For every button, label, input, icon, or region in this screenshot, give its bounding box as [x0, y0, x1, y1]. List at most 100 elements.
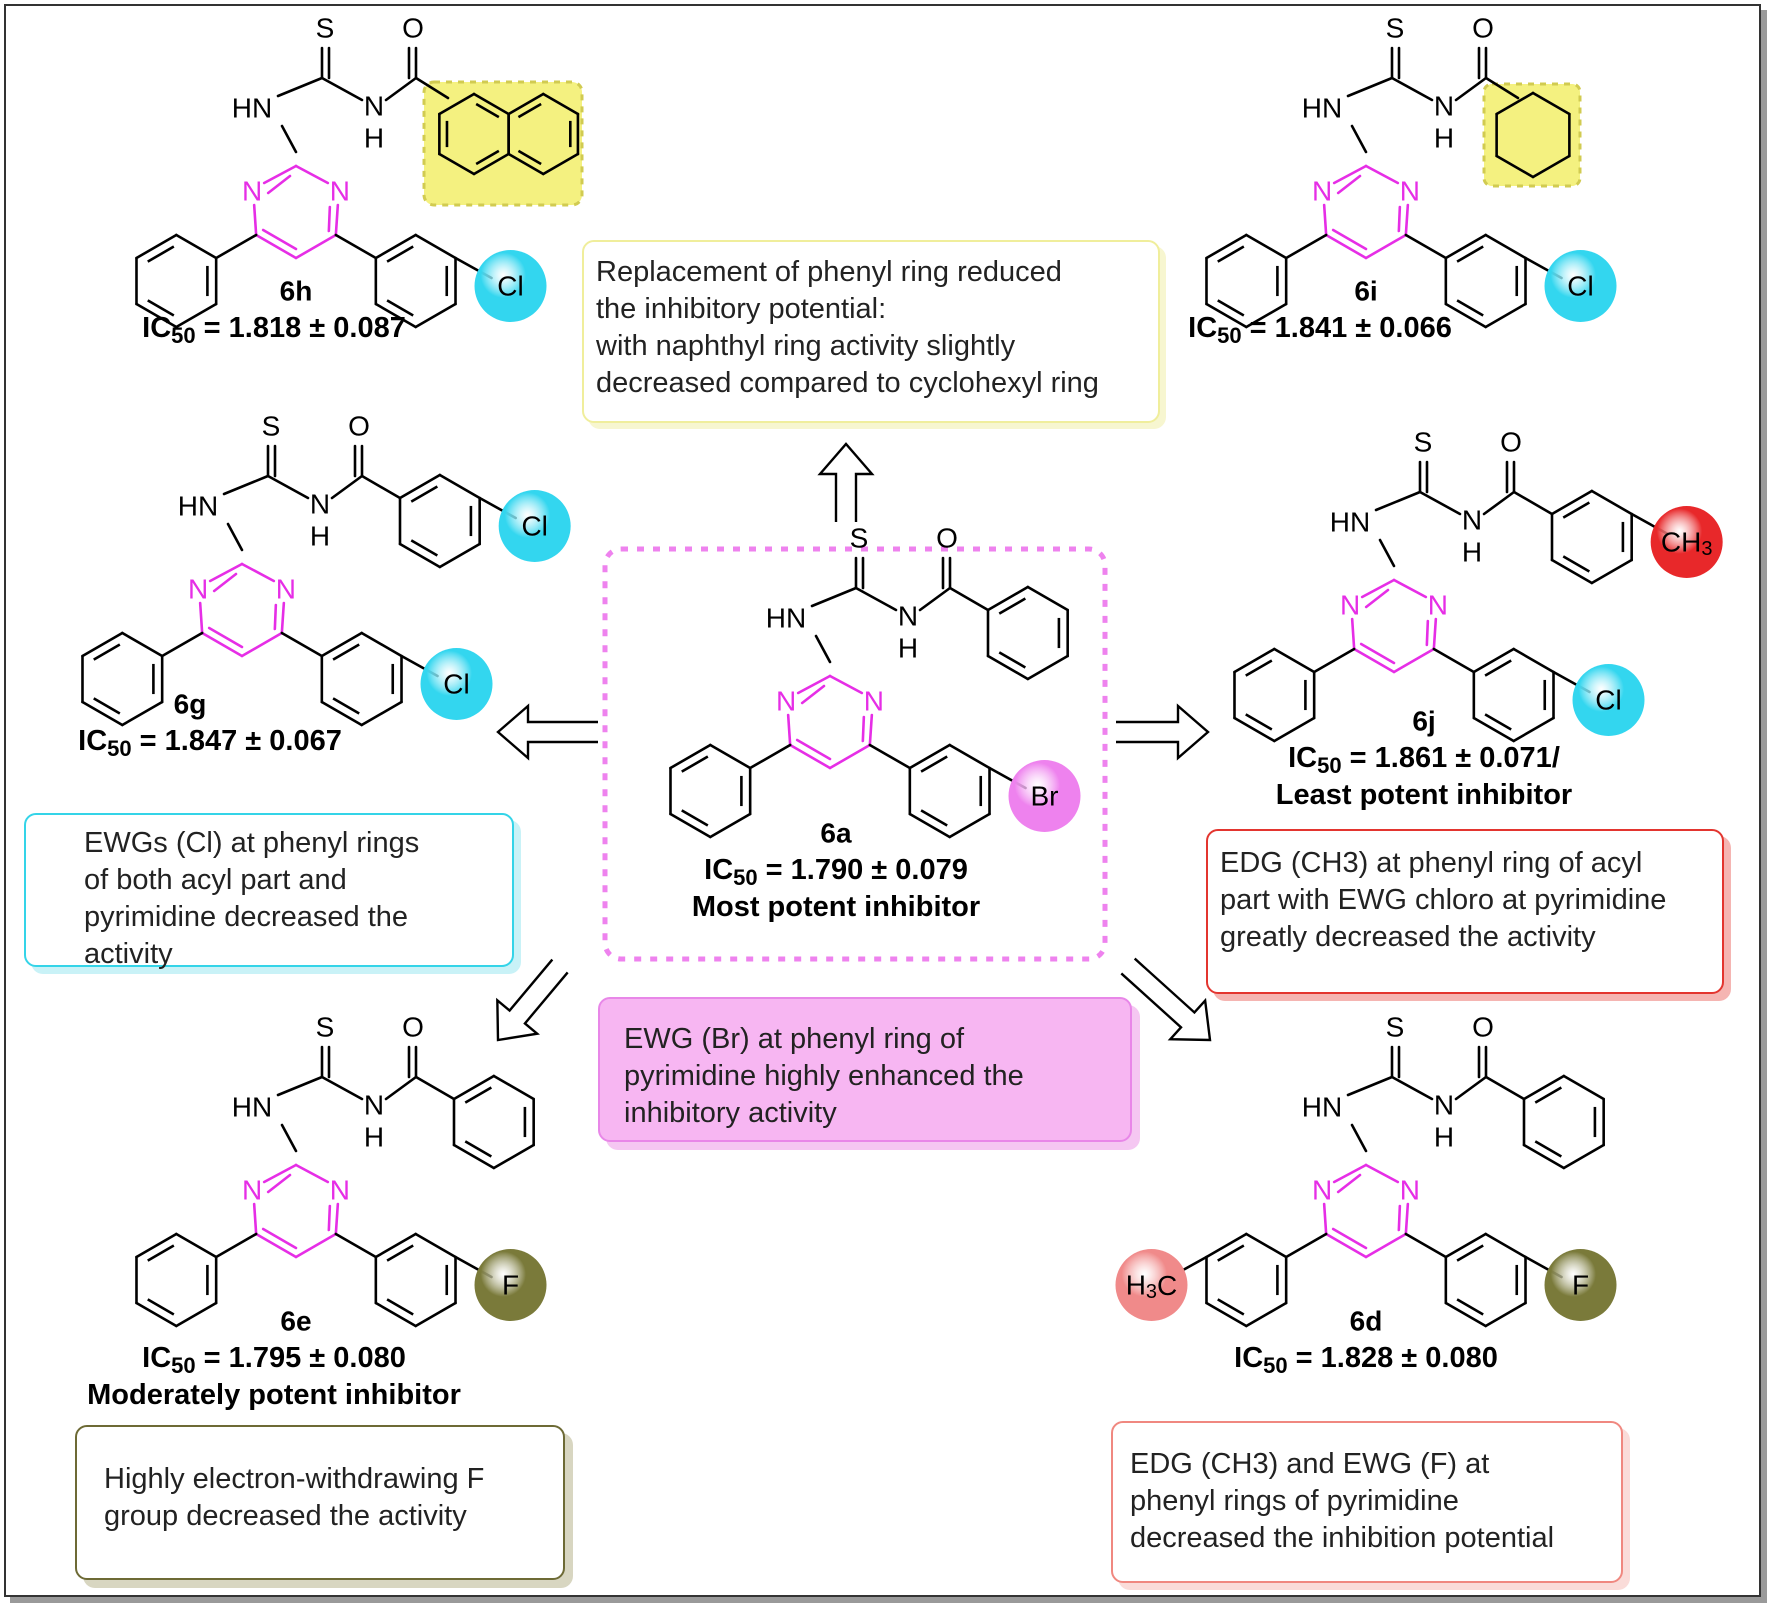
bond — [262, 1163, 298, 1184]
phenyl-ring — [135, 233, 218, 329]
naphthyl-ring — [438, 92, 510, 176]
atom-n-pyrimidine: N — [1312, 1175, 1332, 1206]
atom-o: O — [402, 1012, 424, 1043]
bond — [200, 631, 244, 658]
double-bond — [207, 626, 244, 649]
atom-n-pyrimidine: N — [776, 686, 796, 717]
bond — [414, 1301, 457, 1328]
bond — [1482, 490, 1516, 516]
double-bond — [1456, 1244, 1484, 1262]
atom-n: N — [310, 489, 330, 520]
bond — [492, 1143, 535, 1170]
bond — [1205, 302, 1248, 329]
double-bond — [1245, 659, 1273, 677]
phenyl-ring — [135, 1232, 218, 1328]
compound-id: 6i — [1354, 276, 1377, 307]
atom-n-pyrimidine: N — [1400, 176, 1420, 207]
bond — [472, 92, 510, 116]
bond — [374, 302, 417, 329]
bond — [414, 302, 457, 329]
subscript: 3 — [1146, 1281, 1157, 1303]
bond — [1332, 164, 1368, 185]
figure-frame — [4, 4, 1761, 1597]
double-bond — [1217, 245, 1245, 263]
double-bond — [261, 228, 298, 251]
bond — [222, 474, 270, 496]
chloro-substituent — [420, 648, 493, 720]
bond — [810, 586, 858, 608]
bond — [1026, 654, 1069, 681]
double-bond — [147, 1244, 175, 1262]
bond — [438, 152, 476, 176]
bond — [374, 1301, 417, 1328]
double-bond — [681, 755, 709, 773]
bond — [814, 634, 832, 664]
atom-o: O — [402, 13, 424, 44]
acyl-phenyl-ring — [1550, 489, 1633, 585]
bond — [1364, 1232, 1408, 1259]
double-bond — [1534, 1140, 1563, 1158]
bond — [948, 812, 991, 839]
double-bond — [1456, 1298, 1484, 1316]
note-6a: EWG (Br) at phenyl ring of pyrimidine hi… — [598, 997, 1132, 1142]
double-bond — [1359, 642, 1396, 665]
bond — [452, 1074, 496, 1101]
bond — [1245, 1301, 1288, 1328]
bond — [1378, 538, 1396, 568]
ic50-text: = 1.847 ± 0.067 — [132, 725, 342, 757]
subscript: 50 — [1217, 323, 1241, 348]
double-bond — [795, 738, 832, 761]
bond — [334, 203, 340, 237]
bond — [854, 586, 898, 612]
bond — [414, 233, 457, 260]
bond — [1484, 76, 1520, 100]
atom-h: H — [310, 521, 330, 552]
cyclohexyl-highlight — [1482, 82, 1582, 188]
bond — [1360, 578, 1396, 599]
double-bond — [93, 643, 121, 661]
bond — [240, 631, 284, 658]
bond — [384, 76, 418, 102]
note-line: decreased compared to cyclohexyl ring — [596, 367, 1099, 399]
bond — [948, 743, 991, 770]
note-line: pyrimidine highly enhanced the — [624, 1060, 1024, 1092]
bond — [1590, 489, 1633, 516]
bond — [280, 124, 298, 154]
compound-id: 6a — [820, 818, 852, 849]
bond — [1512, 716, 1555, 743]
atom-h: H — [1462, 537, 1482, 568]
double-bond — [861, 715, 866, 743]
double-bond — [147, 245, 175, 263]
note-6e: Highly electron-withdrawing F group decr… — [75, 1425, 565, 1580]
bond — [986, 654, 1030, 681]
phenyl-ring — [669, 743, 752, 839]
bond — [320, 76, 364, 102]
note-line: decreased the inhibition potential — [1130, 1522, 1555, 1554]
bond — [1392, 578, 1428, 599]
bond — [709, 812, 752, 839]
bond — [374, 233, 417, 260]
double-bond — [1217, 1244, 1245, 1262]
chloro-substituent-label: Cl — [443, 669, 469, 700]
arrow-left — [496, 703, 598, 761]
chloro-substituent — [1572, 664, 1645, 736]
bond — [360, 474, 402, 500]
atom-o: O — [1472, 13, 1494, 44]
atom-o: O — [1472, 1012, 1494, 1043]
bond — [1404, 1202, 1410, 1236]
note-ring-replacement: Replacement of phenyl ring reduced the i… — [582, 240, 1160, 423]
bond — [135, 302, 178, 329]
double-bond — [147, 299, 175, 317]
double-bond — [266, 174, 292, 195]
bond — [1346, 1075, 1394, 1097]
potency-remark: Most potent inhibitor — [692, 891, 980, 923]
atom-h: H — [1434, 123, 1454, 154]
bond — [175, 302, 218, 329]
ic50-value: IC50 = 1.828 ± 0.080 — [1234, 1342, 1498, 1378]
bond — [208, 562, 244, 583]
bond — [294, 164, 330, 185]
naphthyl-ring — [507, 92, 580, 176]
chloro-substituent — [1544, 250, 1617, 322]
bond — [160, 631, 204, 658]
bond — [240, 562, 276, 583]
